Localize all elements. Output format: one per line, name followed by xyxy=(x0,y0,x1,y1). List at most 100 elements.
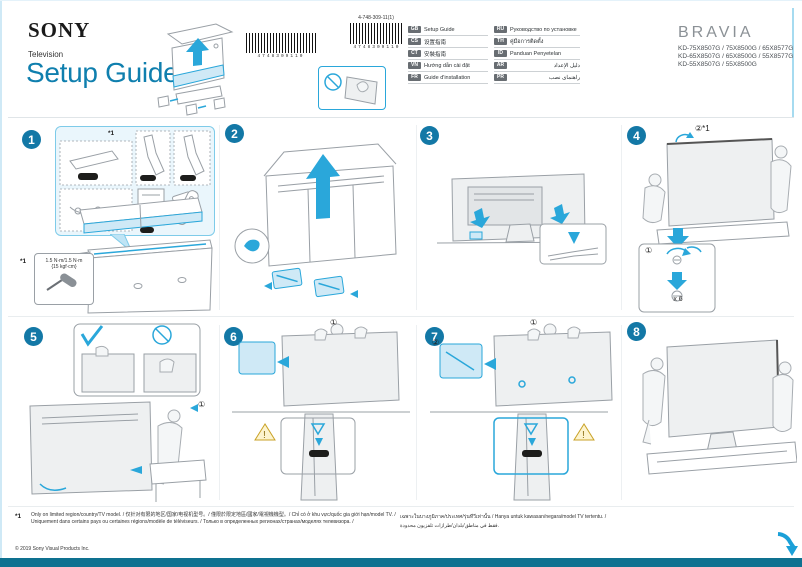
language-label: Setup Guide xyxy=(424,26,455,33)
step-2-badge: 2 xyxy=(225,124,244,143)
stand-cover-part xyxy=(172,64,225,88)
footer-separator xyxy=(8,506,794,507)
bracket-part xyxy=(69,150,119,170)
model-line: KD-65X8507G / 65X8500G / 55X8577G xyxy=(678,53,794,60)
screwdriver-icon xyxy=(46,273,77,291)
bottom-accent-bar xyxy=(0,558,802,567)
language-label: Guide d'installation xyxy=(424,74,471,81)
warning-exclaim: ! xyxy=(582,430,585,441)
person-body xyxy=(770,159,792,214)
sub-step-number: ① xyxy=(198,400,206,409)
tv-hold-wrong xyxy=(143,353,197,393)
hand-hole xyxy=(177,277,187,283)
sub-step-number: ① xyxy=(530,318,538,327)
step-3-badge: 3 xyxy=(420,126,439,145)
tv-unbox-illustration xyxy=(157,23,234,116)
corner-detail-callout xyxy=(539,223,607,265)
person-head xyxy=(167,409,181,423)
screw-highlight xyxy=(518,380,526,388)
stand-neck xyxy=(505,223,535,243)
stand-base xyxy=(656,221,790,245)
barcode-right-digits: 4748309110 xyxy=(353,45,401,50)
page-title: Setup Guide xyxy=(26,57,179,88)
footnote-mark: *1 xyxy=(20,258,27,265)
curl-arrow-icon xyxy=(686,246,702,253)
foot-part xyxy=(157,95,170,108)
barcode-right xyxy=(350,23,404,44)
panel1-box-illustration xyxy=(73,197,213,314)
accessories-callout-box xyxy=(55,126,215,236)
panel6-cable-cover-illustration: ! xyxy=(232,323,410,501)
barcode-left-digits: 4748309110 xyxy=(257,54,305,59)
left-edge-accent xyxy=(0,0,2,567)
language-label: คู่มือการติดตั้ง xyxy=(510,38,544,45)
language-label: Руководство по установке xyxy=(510,26,577,33)
model-line: KD-75X8507G / 75X8500G / 65X8577G xyxy=(678,45,794,52)
step-8-badge: 8 xyxy=(627,322,646,341)
page-turn-arrow-icon xyxy=(777,532,798,556)
sub-step-number: ① xyxy=(330,318,338,327)
torque-note-box: 1.5 N·m/1.5 N·m {15 kgf·cm} xyxy=(34,253,94,305)
step-6-badge: 6 xyxy=(224,327,243,346)
step-4-badge: 4 xyxy=(627,126,646,145)
hand-drawing xyxy=(354,326,368,339)
screw-highlight xyxy=(568,376,576,384)
curl-arrow-icon xyxy=(675,132,694,143)
cover-part xyxy=(238,341,276,375)
screw-step-annotation: ②*1 xyxy=(695,124,710,133)
sony-logo: SONY xyxy=(28,18,91,42)
tv-back xyxy=(666,138,775,227)
language-code: CT xyxy=(408,50,421,57)
step-7-badge: 7 xyxy=(425,327,444,346)
sub-step-number: ① xyxy=(645,246,653,255)
part-label-pill xyxy=(180,175,196,181)
tv-back xyxy=(493,331,613,407)
down-arrow-icon xyxy=(568,232,580,244)
foot-part xyxy=(185,103,198,116)
align-mark-callout xyxy=(280,417,356,475)
panel-divider xyxy=(621,325,622,500)
person-head xyxy=(648,173,662,187)
attach-arrow-icon xyxy=(277,356,289,368)
panel8-place-tv-illustration xyxy=(642,339,797,475)
person-head xyxy=(774,145,788,159)
hand-drawing xyxy=(567,326,581,339)
warning-icon xyxy=(573,423,595,441)
part-label-pill xyxy=(140,175,156,181)
panel-divider xyxy=(416,325,417,500)
prohibition-icon xyxy=(152,325,172,345)
warning-icon xyxy=(254,423,276,441)
down-arrow-icon xyxy=(667,228,689,248)
panel-divider xyxy=(219,325,220,500)
footnote-text-right-1: เฉพาะในบางภูมิภาค/ประเทศ/รุ่นทีวีเท่านั้… xyxy=(400,514,607,520)
hand-drawing xyxy=(527,328,541,341)
stand-foot-cover xyxy=(469,231,483,240)
carton-body xyxy=(87,247,213,314)
down-arrow-icon xyxy=(315,438,323,446)
stand-leg-right xyxy=(183,134,205,176)
carton-flaps xyxy=(263,143,397,177)
person-body xyxy=(642,370,666,426)
carton-lid xyxy=(166,23,234,45)
triangle-mark-icon xyxy=(310,423,326,436)
panel3-attach-stand-illustration xyxy=(436,173,607,265)
sub-step-number: ② xyxy=(432,338,440,347)
tv-back xyxy=(666,339,780,438)
hand-drawing xyxy=(314,328,328,341)
language-label: راهنمای نصب xyxy=(548,74,580,81)
model-list: KD-75X8507G / 75X8500G / 65X8577G KD-65X… xyxy=(678,45,793,69)
language-code: FR xyxy=(408,74,421,81)
bravia-logo: BRAVIA xyxy=(678,24,754,41)
down-arrow-icon xyxy=(667,272,687,290)
check-icon xyxy=(80,325,104,347)
hand-drawing xyxy=(95,345,109,357)
torque-value: 1.5 N·m/1.5 N·m xyxy=(45,258,83,264)
part-label-pill xyxy=(522,450,542,457)
carton-blue-edge xyxy=(93,243,207,255)
panel7-cover-attach-illustration: ! xyxy=(430,323,613,501)
